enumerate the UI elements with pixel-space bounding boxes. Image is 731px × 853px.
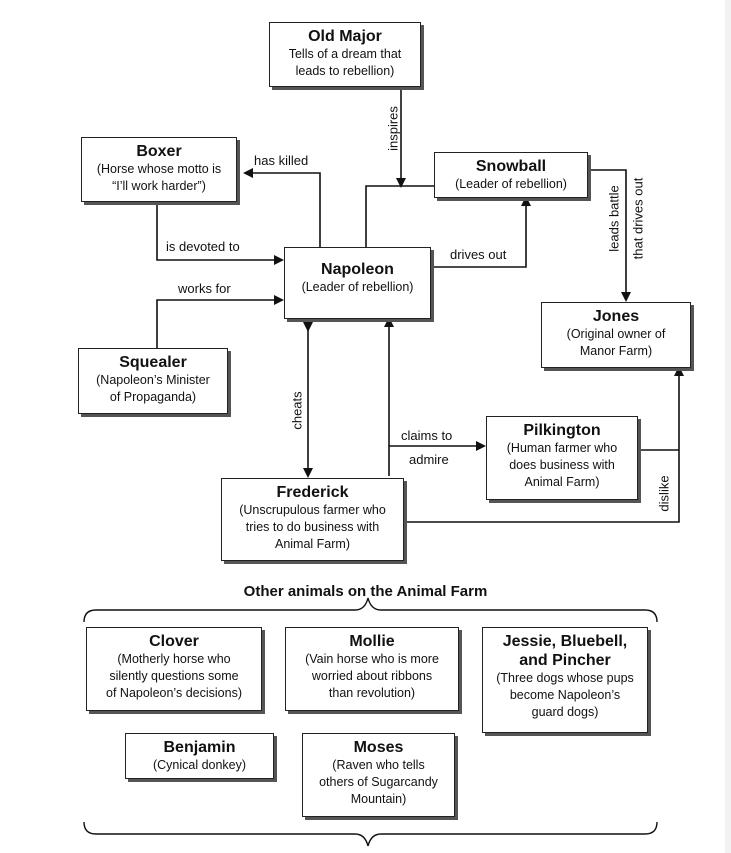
- label-dislike: dislike: [656, 475, 672, 512]
- node-mollie: Mollie (Vain horse who is more worried a…: [285, 627, 459, 711]
- node-desc-line: (Horse whose motto is: [96, 162, 222, 176]
- node-desc-line: Manor Farm): [579, 344, 653, 358]
- node-desc-line: (Napoleon’s Minister: [96, 373, 210, 387]
- node-jessie-bluebell-pincher: Jessie, Bluebell, and Pincher (Three dog…: [482, 627, 648, 733]
- node-title: Jessie, Bluebell,: [502, 633, 628, 650]
- node-desc-line: (Three dogs whose pups: [496, 671, 634, 685]
- node-boxer: Boxer (Horse whose motto is “I’ll work h…: [81, 137, 237, 202]
- node-desc-line: silently questions some: [109, 669, 239, 683]
- node-snowball: Snowball (Leader of rebellion): [434, 152, 588, 198]
- node-desc-line: (Leader of rebellion): [455, 177, 567, 191]
- brace-top: [83, 597, 658, 623]
- node-pilkington: Pilkington (Human farmer who does busine…: [486, 416, 638, 500]
- edge-leads-battle: [588, 169, 631, 302]
- label-has-killed: has killed: [254, 153, 309, 168]
- node-desc-line: worried about ribbons: [311, 669, 433, 683]
- brace-bottom: [83, 821, 658, 847]
- node-desc-line: guard dogs): [531, 705, 599, 719]
- node-jones: Jones (Original owner of Manor Farm): [541, 302, 691, 368]
- node-title: Mollie: [349, 633, 395, 650]
- label-works-for: works for: [178, 281, 231, 296]
- label-that-drives-out: that drives out: [630, 177, 646, 260]
- node-desc-line: of Napoleon’s decisions): [106, 686, 242, 700]
- node-desc-line: become Napoleon’s: [509, 688, 621, 702]
- scan-edge: [725, 0, 731, 853]
- edge-dislike: [404, 366, 684, 523]
- node-title: Napoleon: [321, 261, 394, 278]
- label-admire: admire: [409, 452, 449, 467]
- node-desc-line: (Vain horse who is more: [305, 652, 439, 666]
- edge-works-for: [156, 295, 284, 348]
- node-desc-line: Animal Farm): [524, 475, 600, 489]
- label-leads-battle: leads battle: [606, 185, 622, 252]
- edge-has-killed: [243, 168, 321, 247]
- node-desc-line: than revolution): [328, 686, 416, 700]
- node-desc-line: (Motherly horse who: [117, 652, 231, 666]
- node-title: and Pincher: [519, 652, 611, 669]
- node-old-major: Old Major Tells of a dream that leads to…: [269, 22, 421, 87]
- node-clover: Clover (Motherly horse who silently ques…: [86, 627, 262, 711]
- node-title: Snowball: [475, 158, 547, 175]
- node-title: Squealer: [119, 354, 187, 371]
- label-is-devoted-to: is devoted to: [166, 239, 240, 254]
- node-desc-line: (Unscrupulous farmer who: [239, 503, 386, 517]
- node-title: Clover: [149, 633, 199, 650]
- label-inspires: inspires: [385, 106, 401, 151]
- node-desc-line: (Leader of rebellion): [301, 280, 414, 294]
- node-desc-line: (Raven who tells: [332, 758, 425, 772]
- node-desc-line: Mountain): [350, 792, 407, 806]
- node-desc-line: others of Sugarcandy: [319, 775, 438, 789]
- node-desc-line: Animal Farm): [274, 537, 350, 551]
- edge-drives-out: [431, 196, 531, 268]
- label-claims-to: claims to: [401, 428, 453, 443]
- node-desc-line: tries to do business with: [245, 520, 380, 534]
- node-desc-line: leads to rebellion): [295, 64, 395, 78]
- node-desc-line: “I’ll work harder”): [112, 179, 206, 193]
- node-title: Moses: [353, 739, 404, 756]
- edge-napoleon-snowball-link: [365, 185, 434, 247]
- node-title: Pilkington: [523, 422, 601, 439]
- node-desc-line: (Cynical donkey): [152, 758, 247, 772]
- node-desc-line: (Original owner of: [566, 327, 666, 341]
- node-benjamin: Benjamin (Cynical donkey): [125, 733, 274, 779]
- node-frederick: Frederick (Unscrupulous farmer who tries…: [221, 478, 404, 561]
- node-moses: Moses (Raven who tells others of Sugarca…: [302, 733, 455, 817]
- node-desc-line: does business with: [509, 458, 615, 472]
- node-title: Boxer: [136, 143, 182, 160]
- node-squealer: Squealer (Napoleon’s Minister of Propaga…: [78, 348, 228, 414]
- section-heading: Other animals on the Animal Farm: [243, 583, 488, 600]
- label-cheats: cheats: [289, 391, 305, 430]
- node-desc-line: of Propaganda): [109, 390, 197, 404]
- node-title: Benjamin: [163, 739, 236, 756]
- node-desc-line: Tells of a dream that: [288, 47, 402, 61]
- edge-is-devoted-to: [156, 202, 284, 265]
- node-title: Jones: [592, 308, 640, 325]
- node-napoleon: Napoleon (Leader of rebellion): [284, 247, 431, 319]
- node-title: Old Major: [308, 28, 382, 45]
- label-drives-out: drives out: [450, 247, 507, 262]
- node-desc-line: (Human farmer who: [506, 441, 618, 455]
- node-title: Frederick: [276, 484, 349, 501]
